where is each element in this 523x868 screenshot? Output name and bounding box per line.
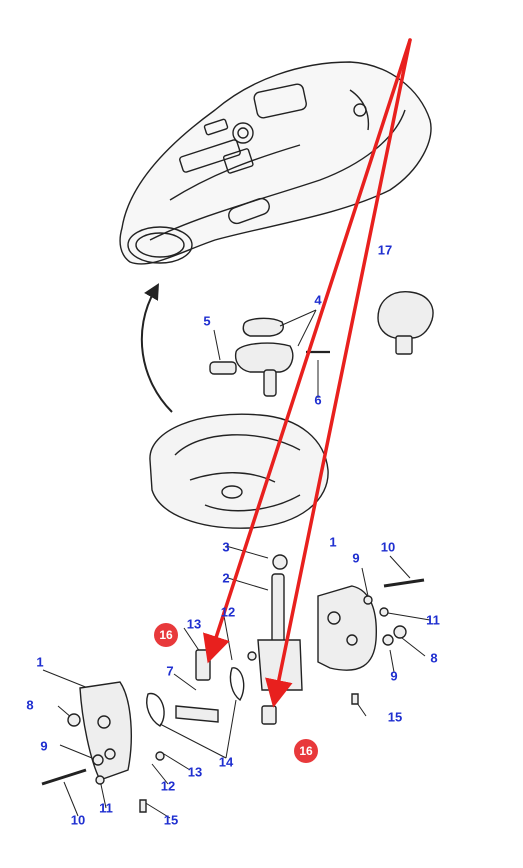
highlight-arrows — [203, 38, 412, 708]
shift-knob — [377, 291, 434, 355]
callout-part-7: 7 — [166, 663, 174, 679]
callout-part-1-top: 1 — [329, 534, 337, 550]
callout-part-8-left: 8 — [26, 697, 34, 713]
callout-part-6: 6 — [314, 392, 322, 408]
callout-part-3: 3 — [222, 539, 230, 555]
callout-part-13-bottom: 13 — [187, 764, 203, 780]
lever-housing — [149, 413, 329, 529]
callout-part-17: 17 — [377, 242, 393, 258]
callout-badge-part-16-left: 16 — [154, 623, 178, 647]
callout-badge-part-16-right: 16 — [294, 739, 318, 763]
callout-part-11-left: 11 — [99, 800, 113, 816]
callout-part-13-top: 13 — [186, 616, 202, 632]
callout-part-12-top: 12 — [220, 604, 236, 620]
right-bracket — [317, 578, 425, 705]
callout-part-2: 2 — [222, 570, 230, 586]
left-bracket — [41, 651, 257, 813]
callout-part-14: 14 — [218, 754, 234, 770]
callout-part-4: 4 — [314, 292, 322, 308]
callout-part-15-left: 15 — [163, 812, 179, 828]
leader-lines — [42, 309, 431, 819]
lever-handle — [209, 317, 330, 397]
callout-part-12-bottom: 12 — [160, 778, 176, 794]
assembly-arrow — [140, 283, 173, 413]
callout-part-15-right: 15 — [387, 709, 403, 725]
callout-part-1-bottom: 1 — [36, 654, 44, 670]
callout-part-5: 5 — [203, 313, 211, 329]
callout-part-11-right: 11 — [426, 612, 440, 628]
console-shell — [119, 61, 432, 265]
callout-part-9-left: 9 — [40, 738, 48, 754]
callout-part-9-right-bottom: 9 — [390, 668, 398, 684]
callout-part-8-right: 8 — [430, 650, 438, 666]
callout-part-10-top: 10 — [380, 539, 396, 555]
callout-part-10-bottom: 10 — [70, 812, 86, 828]
callout-part-9-right-top: 9 — [352, 550, 360, 566]
